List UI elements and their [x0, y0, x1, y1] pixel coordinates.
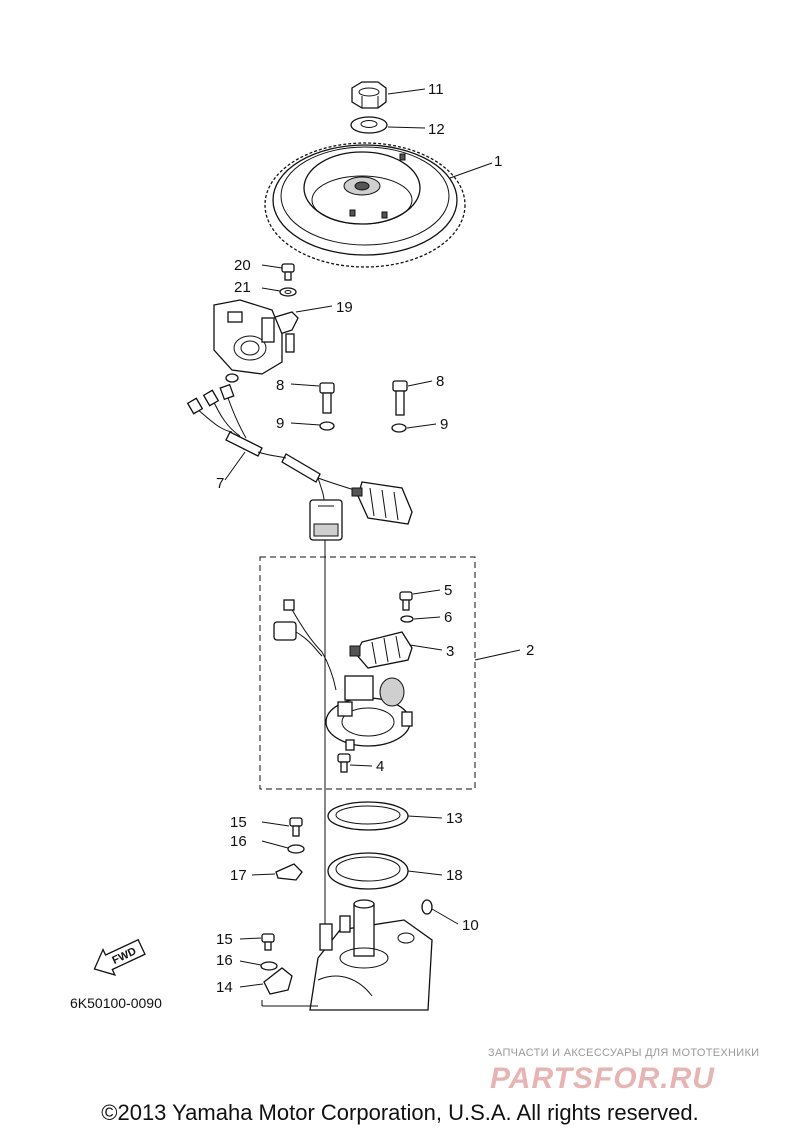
screw-part	[281, 263, 295, 281]
callout-8-left: 8	[276, 377, 284, 394]
connector-part	[309, 499, 343, 541]
clamp-14-part	[263, 967, 293, 995]
washer-9-left-part	[319, 421, 335, 431]
callout-4: 4	[376, 758, 384, 775]
bolt-right-part	[392, 380, 408, 416]
fwd-arrow-icon	[93, 938, 146, 976]
washer-16-upper-part	[287, 844, 305, 854]
screw-4-part	[337, 753, 351, 773]
flywheel-part	[264, 142, 466, 268]
watermark-tagline: ЗАПЧАСТИ И АКСЕССУАРЫ ДЛЯ МОТОТЕХНИКИ	[488, 1047, 759, 1059]
callout-8-right: 8	[436, 373, 444, 390]
wire-harness-part	[186, 383, 367, 501]
screw-15-lower-part	[261, 933, 275, 951]
washer-16-lower-part	[260, 961, 278, 971]
callout-19: 19	[336, 299, 353, 316]
charge-coil-part	[349, 631, 413, 669]
callout-14: 14	[216, 979, 233, 996]
callout-21: 21	[234, 279, 251, 296]
washer-part	[350, 116, 388, 134]
callout-15-lower: 15	[216, 931, 233, 948]
nut-part	[351, 81, 387, 109]
ring-18-part	[327, 852, 409, 890]
callout-16-upper: 16	[230, 833, 247, 850]
bolt-left-part	[319, 382, 335, 414]
stator-plate-part	[273, 599, 413, 751]
callout-20: 20	[234, 257, 251, 274]
plug-10-part	[421, 899, 433, 915]
callout-2: 2	[526, 642, 534, 659]
rectifier-part	[351, 481, 413, 525]
callout-7: 7	[216, 475, 224, 492]
callout-5: 5	[444, 582, 452, 599]
crankcase-part	[309, 899, 433, 1011]
copyright-notice: ©2013 Yamaha Motor Corporation, U.S.A. A…	[101, 1100, 699, 1125]
callout-9-left: 9	[276, 415, 284, 432]
screw-5-part	[399, 591, 413, 611]
callout-12: 12	[428, 121, 445, 138]
callout-1: 1	[494, 153, 502, 170]
pulser-bracket-part	[213, 299, 283, 383]
callout-17: 17	[230, 867, 247, 884]
stator-assembly-box	[259, 556, 476, 790]
clamp-17-part	[275, 863, 303, 881]
callout-13: 13	[446, 810, 463, 827]
screw-15-upper-part	[289, 817, 303, 837]
washer-9-right-part	[391, 423, 407, 433]
watermark-brand: PARTSFOR.RU	[490, 1062, 715, 1095]
washer-6-part	[400, 615, 414, 623]
drawing-code: 6K50100-0090	[70, 995, 162, 1011]
callout-16-lower: 16	[216, 952, 233, 969]
washer-small-part	[279, 287, 297, 297]
callout-9-right: 9	[440, 416, 448, 433]
ring-13-part	[327, 801, 409, 831]
callout-11: 11	[428, 81, 444, 98]
callout-10: 10	[462, 917, 479, 934]
callout-3: 3	[446, 643, 454, 660]
callout-15-upper: 15	[230, 814, 247, 831]
callout-6: 6	[444, 609, 452, 626]
callout-18: 18	[446, 867, 463, 884]
